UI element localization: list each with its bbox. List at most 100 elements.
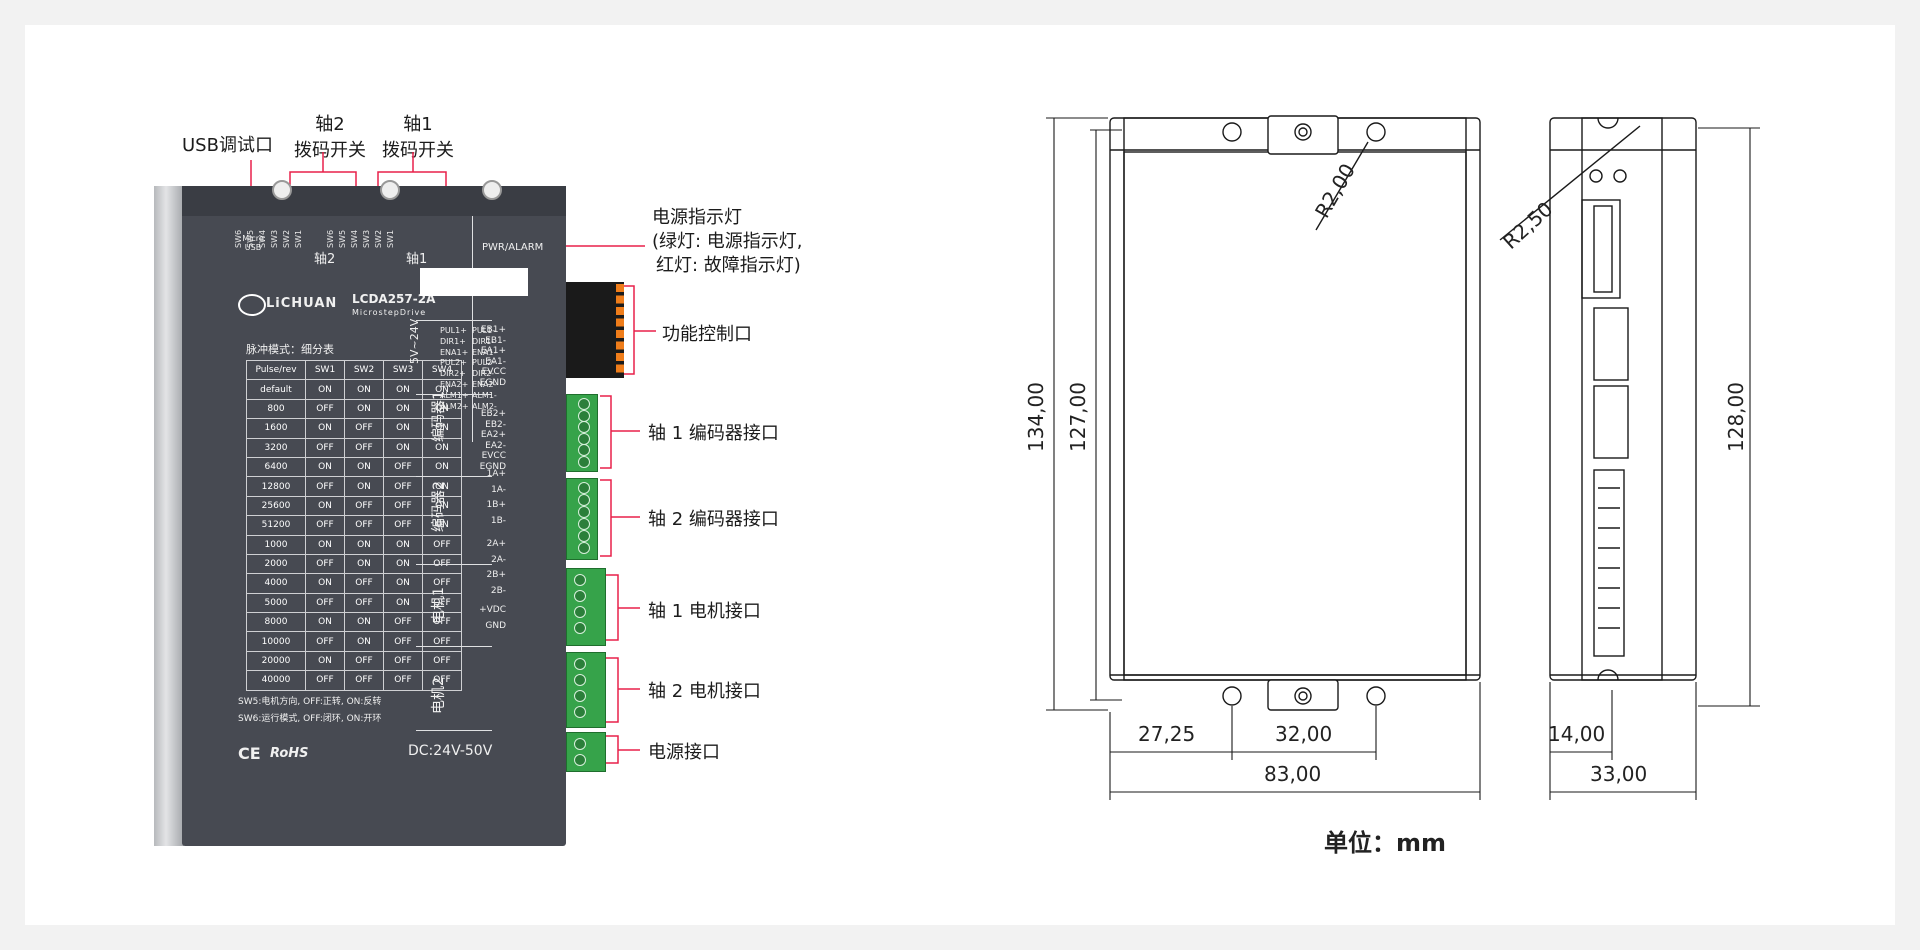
pin-label: EB1- [485,335,506,346]
div-b [416,394,492,395]
power-led-line3: 红灯: 故障指示灯) [656,255,801,276]
axis2-switch-line2: 拨码开关 [294,140,366,161]
brand-logo-icon [238,294,266,316]
micro-usb-line1: Micro [242,234,264,243]
func-pin-left: ENA2+ [440,380,469,389]
rohs-mark: RoHS [270,746,309,761]
terminal-screw [574,674,586,686]
power-led-callout: 电源指示灯 (绿灯: 电源指示灯, 红灯: 故障指示灯) [652,206,803,278]
axis1-switch-label: 轴1 拨码开关 [378,110,458,162]
axis2-switch-line1: 轴2 [315,114,345,135]
pin-label: EA2+ [480,430,506,440]
terminal-screw [578,494,590,506]
pin-label: 1A+ [486,469,506,479]
div-f [416,730,492,731]
func-pin-left: ALM1+ [440,390,469,400]
pin-label: 1B- [490,515,506,526]
sw5-note: SW5:电机方向, OFF:正转, ON:反转 [238,697,382,707]
terminal-screw [578,482,590,494]
function-connector [566,282,624,378]
pin-label: 2B- [490,585,506,596]
func-pin-right: ENA2- [472,380,497,389]
pin-label: +VDC [479,605,506,615]
pin-label: EB1+ [480,325,506,335]
power-led-line2: (绿灯: 电源指示灯, [652,231,803,252]
axis1-switch-line2: 拨码开关 [382,140,454,161]
func-pin-right: ENA1- [472,347,497,357]
table-cell: ON [422,515,462,536]
func-pin-right: DIR2- [472,369,495,379]
terminal-screw [578,506,590,518]
micro-usb-label: Micro USB [238,234,268,252]
enc1-callout: 轴 1 编码器接口 [648,423,779,444]
terminal-screw [574,690,586,702]
func-pin-right: ALM1- [472,390,497,400]
power-port-callout: 电源接口 [648,742,720,763]
axis1-bracket [377,171,447,186]
div-e [416,646,492,647]
dc-voltage: DC:24V-50V [408,743,493,759]
pin-label: EA2- [485,440,506,451]
func-pin-right: ALM2- [472,401,497,411]
terminal-screw [574,658,586,670]
micro-usb-line2: USB [244,243,262,252]
front-outer [1109,117,1481,681]
terminal-screw [578,542,590,554]
side-outer [1549,117,1697,681]
pin-label: 1A- [491,484,506,495]
func-pin-left: PUL2+ [440,358,467,368]
mount-hole-left [272,180,292,200]
table-cell: OFF [422,670,462,691]
enc1-bracket [600,395,612,469]
pin-label: 1B+ [486,500,506,510]
usb-debug-label: USB调试口 [182,135,273,156]
func-pin-left: PUL1+ [440,326,467,335]
terminal-screw [578,456,590,468]
pin-label: GND [485,621,506,631]
terminal-screw [574,606,586,618]
pwr-alarm-box [420,268,528,296]
terminal-screw [574,754,586,766]
dim-height-128: 128,00 [1724,382,1748,452]
table-header-cell: SW4 [422,359,462,381]
axis1-device-label: 轴1 [406,252,428,267]
div-c [416,476,492,477]
terminal-screw [574,574,586,586]
function-port-callout: 功能控制口 [662,324,752,345]
mount-hole-center [380,180,400,200]
motor2-callout: 轴 2 电机接口 [648,681,761,702]
terminal-screw [578,432,590,445]
pin-label: EB2- [485,419,506,430]
terminal-screw [578,444,590,457]
power-terminal [566,732,606,772]
axis2-device-label: 轴2 [314,252,336,267]
brand-name: LiCHUAN [266,296,338,311]
dim-width-33: 33,00 [1590,762,1648,786]
axis1-switch-line1: 轴1 [403,114,433,135]
ce-mark: CE [238,744,261,763]
func-pin-left: ENA1+ [440,347,469,357]
pin-label: EGND [479,377,506,388]
pin-label: 2A+ [486,539,506,549]
axis2-switch-label: 轴2 拨码开关 [290,110,370,162]
enc2-callout: 轴 2 编码器接口 [648,509,779,530]
motor1-terminal [566,568,606,646]
div-a [416,320,492,321]
div-d [416,564,492,565]
dim-width-32: 32,00 [1275,722,1333,746]
func-pin-right: PUL1- [472,326,496,335]
terminal-screw [574,622,586,634]
